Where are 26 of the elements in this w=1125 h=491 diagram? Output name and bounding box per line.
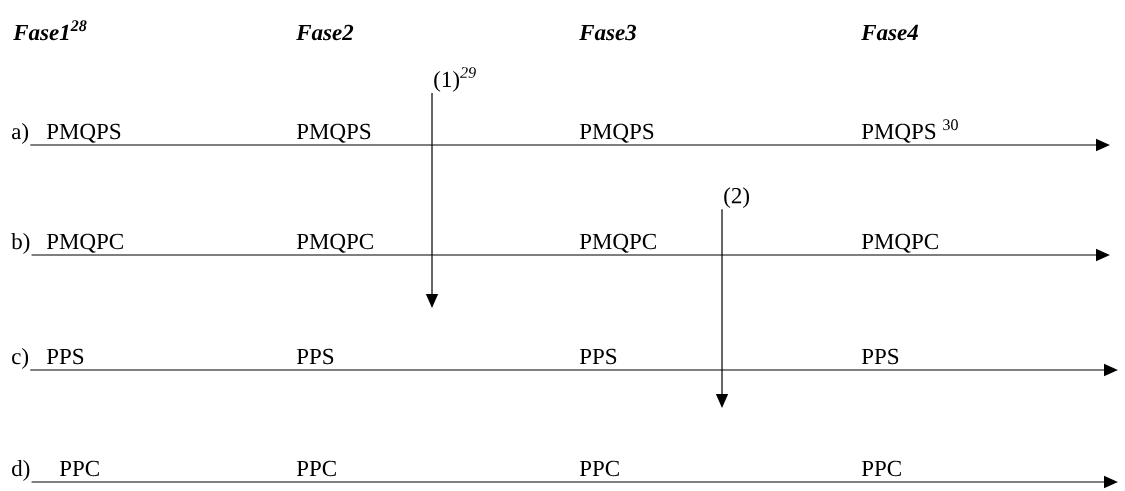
stage-text: PPS	[296, 348, 334, 365]
row-label: a)	[12, 123, 29, 144]
stage-text: PMQPC	[579, 233, 656, 253]
stage-text: PPS	[861, 348, 899, 365]
phase-heading: Fase1$^{28}$	[13, 20, 87, 41]
row-label: c)	[12, 348, 29, 369]
arrow-label: (1)$^{29}$	[434, 67, 476, 92]
row-label: d)	[12, 460, 30, 481]
stage-text: PMQPS $^{30}$	[861, 119, 958, 143]
stage-text: PMQPS	[579, 123, 654, 143]
stage-text: PPC	[59, 460, 99, 477]
stage-text: PMQPC	[296, 233, 373, 253]
stage-text: PPC	[579, 460, 619, 477]
phase-heading: Fase3	[579, 24, 637, 41]
stage-text: PPS	[579, 348, 617, 365]
phase-heading: Fase2	[296, 24, 354, 41]
stage-text: PMQPC	[46, 233, 123, 253]
phase-heading: Fase4	[861, 24, 918, 41]
stage-text: PPC	[861, 460, 901, 477]
row-label: b)	[11, 233, 30, 254]
stage-text: PMQPS	[296, 123, 371, 143]
stage-text: PMQPC	[861, 233, 938, 253]
stage-text: PMQPS	[46, 123, 121, 143]
stage-text: PPC	[296, 460, 336, 477]
arrow-label: (2)	[724, 187, 749, 209]
stage-text: PPS	[46, 348, 84, 365]
